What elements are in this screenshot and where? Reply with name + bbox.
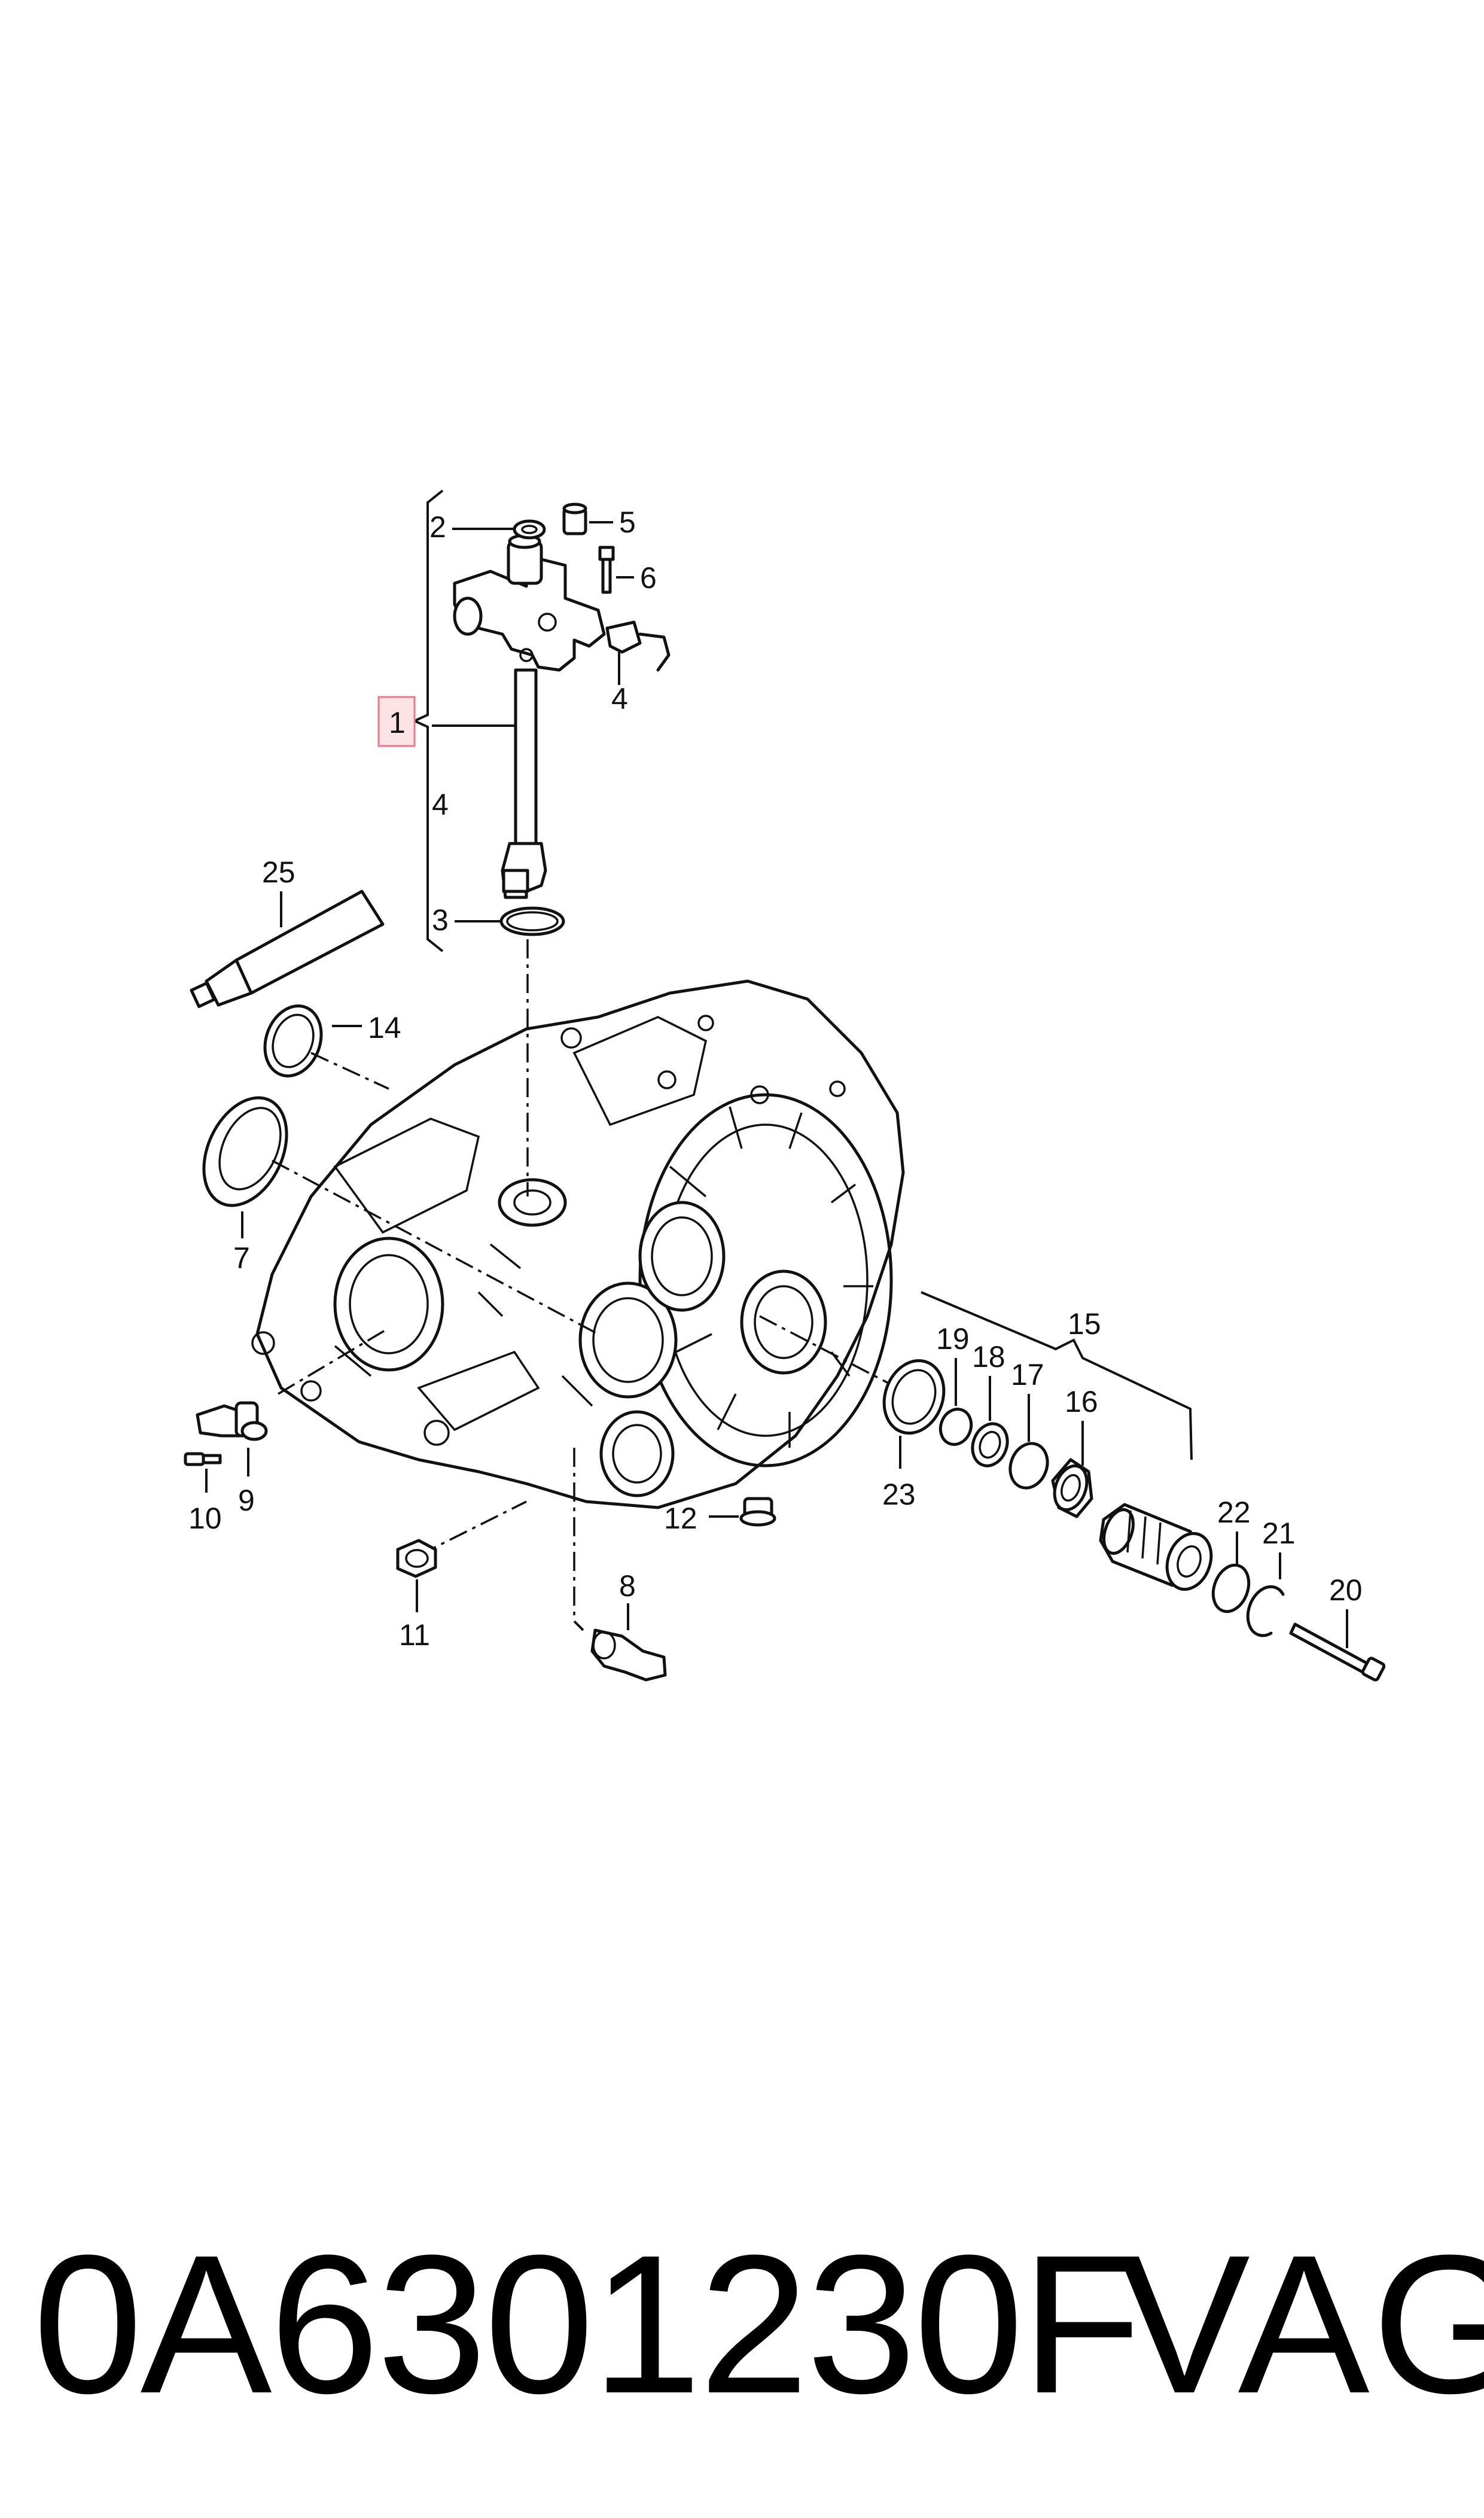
callout-9[interactable]: 9 [238, 1484, 255, 1517]
callout-17[interactable]: 17 [1011, 1358, 1044, 1392]
sealant-tube-part-25 [190, 890, 385, 1009]
gearbox-housing [251, 979, 905, 1509]
callout-3[interactable]: 3 [432, 903, 449, 937]
callout-2[interactable]: 2 [429, 510, 446, 544]
seal-ring-part-2 [513, 519, 546, 540]
callout-12[interactable]: 12 [664, 1502, 697, 1535]
speed-sensor-part-9 [196, 1401, 268, 1441]
part-number: 0A6301230F [33, 2213, 1142, 2434]
selector-assembly-group: 1 2 5 6 [377, 489, 671, 952]
flange-shaft [1099, 1503, 1213, 1591]
callout-16[interactable]: 16 [1065, 1385, 1098, 1418]
callout-25[interactable]: 25 [262, 855, 295, 889]
centerline-11 [418, 1500, 527, 1557]
brand-name: VAG [1119, 2213, 1484, 2434]
seal-part-14 [263, 1004, 323, 1077]
plug-part-12 [739, 1497, 776, 1527]
centerline-14 [310, 1052, 389, 1090]
centerline-15 [759, 1315, 910, 1395]
shaft-seal-part-7 [202, 1096, 288, 1207]
callout-4a[interactable]: 4 [611, 682, 628, 715]
bracket-15 [921, 1291, 1193, 1460]
shim-part-22 [1211, 1563, 1251, 1613]
callout-22[interactable]: 22 [1217, 1496, 1251, 1529]
callout-14[interactable]: 14 [368, 1011, 401, 1045]
o-ring-part-17 [1008, 1442, 1049, 1490]
shim-part-18 [971, 1422, 1009, 1467]
circlip-part-19 [938, 1408, 973, 1446]
centerline-9 [278, 1327, 389, 1395]
callout-11[interactable]: 11 [399, 1618, 430, 1652]
callout-18[interactable]: 18 [972, 1340, 1005, 1374]
callout-10[interactable]: 10 [188, 1502, 222, 1535]
bolt-part-20 [1289, 1622, 1386, 1682]
drain-plug-part-11 [396, 1539, 437, 1578]
bearing-part-16 [1051, 1458, 1093, 1518]
callout-7[interactable]: 7 [233, 1241, 250, 1275]
callout-5[interactable]: 5 [619, 506, 636, 539]
centerline-7 [272, 1159, 599, 1335]
circlip-part-21 [1246, 1585, 1285, 1637]
callout-1-highlight[interactable] [377, 696, 416, 747]
callout-8[interactable]: 8 [619, 1569, 636, 1603]
assembly-bracket [412, 489, 444, 952]
callout-6[interactable]: 6 [640, 561, 657, 595]
callout-23[interactable]: 23 [882, 1478, 916, 1511]
callout-19[interactable]: 19 [936, 1322, 970, 1356]
gear-selector-shaft [453, 534, 606, 899]
bolt-part-10 [184, 1452, 222, 1466]
callout-15[interactable]: 15 [1068, 1307, 1101, 1341]
switch-part-4 [605, 620, 671, 672]
flange-seal-part-23 [882, 1359, 946, 1435]
reverse-light-switch-part-8 [590, 1628, 667, 1682]
callout-1[interactable]: 1 [389, 706, 406, 739]
leader-8-angle [573, 1620, 584, 1631]
callout-21[interactable]: 21 [1262, 1517, 1296, 1550]
footer-part-info: 0A6301230F VAG [0, 2225, 1484, 2423]
callout-20[interactable]: 20 [1329, 1573, 1363, 1607]
bolt-part-6 [598, 546, 615, 594]
callout-4b[interactable]: 4 [432, 788, 449, 821]
